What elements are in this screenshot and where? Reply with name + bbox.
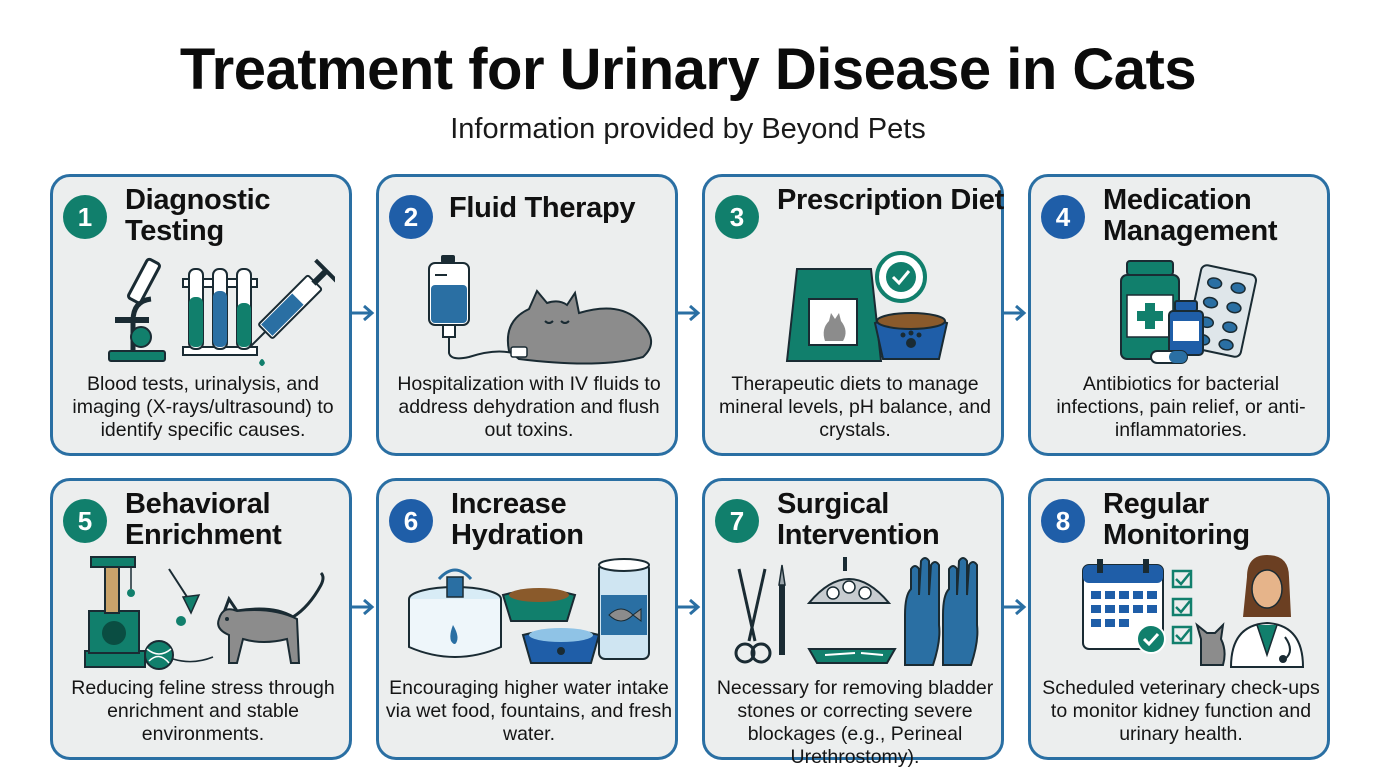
pill-bottle-blister-icon [1120, 260, 1258, 364]
arrow-right-icon [678, 598, 701, 616]
step-number-badge: 1 [63, 195, 107, 239]
step-card-4: 4 Medication Management Antibiotics for … [1028, 174, 1330, 456]
step-card-6: 6 Increase Hydration Encouraging higher … [376, 478, 678, 760]
step-number-badge: 2 [389, 195, 433, 239]
iv-bag-sleeping-cat-icon [428, 255, 652, 365]
step-title: Prescription Diet [777, 184, 1004, 216]
microscope-test-tubes-syringe-icon [108, 257, 335, 366]
cat-tree-toys-icon [84, 556, 325, 670]
step-description: Therapeutic diets to manage mineral leve… [718, 373, 992, 441]
step-title: Medication Management [1103, 184, 1278, 247]
step-card-2: 2 Fluid Therapy Hospitalization with IV … [376, 174, 678, 456]
arrow-right-icon [1004, 598, 1027, 616]
step-description: Reducing feline stress through enrichmen… [71, 677, 335, 745]
arrow-right-icon [678, 304, 701, 322]
step-number-badge: 6 [389, 499, 433, 543]
step-card-7: 7 Surgical Intervention Necessary for re… [702, 478, 1004, 768]
step-card-3: 3 Prescription Diet Therapeutic diets to… [702, 174, 1004, 456]
step-description: Antibiotics for bacterial infections, pa… [1056, 373, 1306, 441]
page-title: Treatment for Urinary Disease in Cats [179, 37, 1197, 102]
step-title: Diagnostic Testing [125, 184, 271, 247]
step-number-badge: 7 [715, 499, 759, 543]
step-title: Fluid Therapy [449, 192, 636, 224]
step-card-8: 8 Regular Monitoring Scheduled veterinar… [1028, 478, 1330, 760]
surgical-tools-icon [734, 557, 979, 666]
step-description: Hospitalization with IV fluids to addres… [397, 373, 661, 441]
step-number-badge: 5 [63, 499, 107, 543]
step-title: Increase Hydration [451, 488, 584, 551]
water-fountain-bowls-icon [408, 558, 650, 664]
step-description: Encouraging higher water intake via wet … [385, 677, 673, 745]
step-number-badge: 8 [1041, 499, 1085, 543]
step-description: Necessary for removing bladder stones or… [716, 677, 994, 768]
arrow-right-icon [352, 304, 375, 322]
step-title: Surgical Intervention [777, 488, 940, 551]
step-number-badge: 4 [1041, 195, 1085, 239]
step-description: Blood tests, urinalysis, and imaging (X-… [72, 373, 334, 441]
page-subtitle: Information provided by Beyond Pets [450, 113, 926, 145]
step-card-1: 1 Diagnostic Testing Blood tests, urinal… [50, 174, 352, 456]
step-title: Behavioral Enrichment [125, 488, 282, 551]
step-card-5: 5 Behavioral Enrichment Reducing feline … [50, 478, 352, 760]
arrow-right-icon [352, 598, 375, 616]
step-description: Scheduled veterinary check-ups to monito… [1042, 677, 1320, 745]
step-number-badge: 3 [715, 195, 759, 239]
step-title: Regular Monitoring [1103, 488, 1250, 551]
arrow-right-icon [1004, 304, 1027, 322]
calendar-checklist-vet-icon [1082, 555, 1305, 668]
food-bag-bowl-icon [785, 251, 949, 362]
